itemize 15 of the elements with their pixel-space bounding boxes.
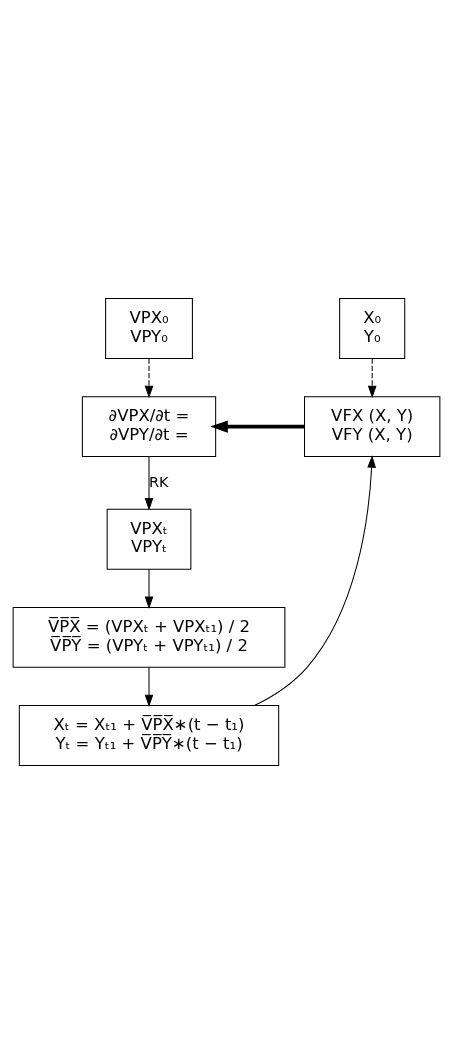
arrow: [144, 568, 153, 609]
arrow: [144, 666, 153, 707]
arrow: [367, 357, 377, 398]
arrow: [253, 454, 376, 706]
node-box: ∂VPX/∂t = ∂VPY/∂t =: [81, 395, 216, 457]
node-box: V̅P̅X̅ = (VPXₜ + VPXₜ₁) / 2 V̅P̅Y̅ = (VPYₜ + VPYₜ₁) / 2: [12, 606, 285, 668]
node-box: Xₜ = Xₜ₁ + V̅P̅X̅∗(t − t₁) Yₜ = Yₜ₁ + V̅P̅Y̅∗(t − t₁): [18, 704, 279, 766]
node-box: VPXₜ VPYₜ: [106, 508, 191, 570]
arrow: [144, 455, 153, 510]
node-box: VPX₀ VPY₀: [104, 297, 193, 359]
node-box: VFX (X, Y) VFY (X, Y): [303, 395, 440, 457]
node-box: X₀ Y₀: [338, 297, 405, 359]
edge-label: RK: [148, 473, 169, 490]
arrow: [144, 357, 153, 398]
arrow: [209, 419, 304, 433]
